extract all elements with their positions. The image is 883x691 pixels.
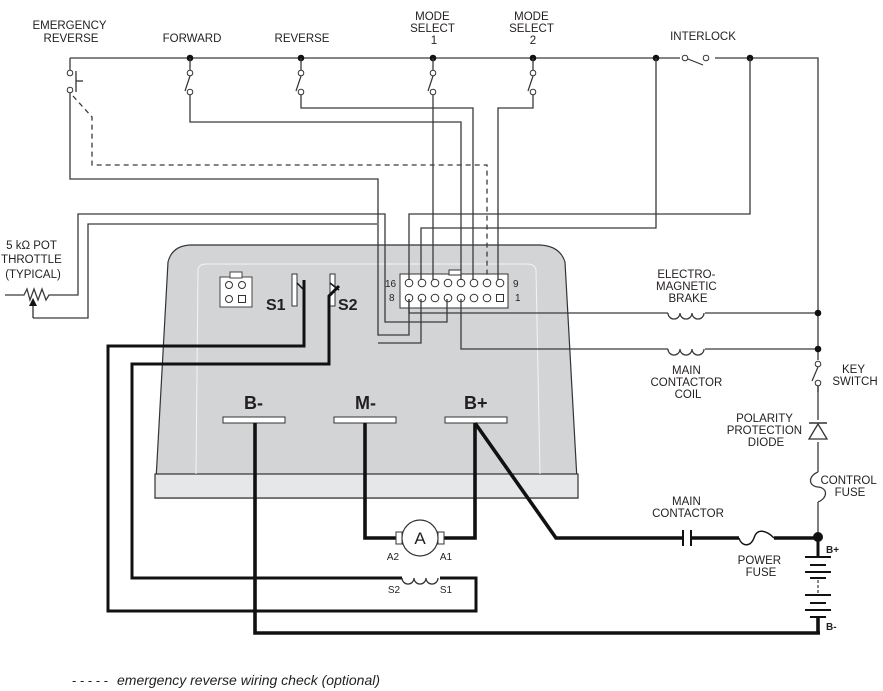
throttle-label: 5 kΩ POT THROTTLE (TYPICAL) [1,240,65,281]
main-contactor-label: MAIN CONTACTOR [652,496,724,520]
terminal-m-minus: M- [333,393,397,424]
b-minus-cable [253,423,820,635]
pin-1-label: 1 [515,293,521,304]
diode-label: POLARITY PROTECTION DIODE [727,413,806,449]
s1-field-label: S1 [440,585,453,596]
mode-select-2-label: MODE SELECT 2 [509,11,557,47]
legend: - - - - - emergency reverse wiring check… [72,672,380,688]
connector-pin [443,293,453,303]
motor-armature: A A2 A1 [387,519,453,563]
a2-label: A2 [387,552,400,563]
m-minus-cable [363,423,396,540]
interlock-label: INTERLOCK [670,31,736,43]
interlock-switch [408,52,751,280]
pin-9-label: 9 [513,279,519,290]
connector-pin [417,278,427,288]
mode-select-1-label: MODE SELECT 1 [410,11,458,47]
connector-pin [430,278,440,288]
control-fuse-label: CONTROL FUSE [820,475,879,499]
svg-text:B+: B+ [464,393,488,413]
connector-pin [443,278,453,288]
legend-text: emergency reverse wiring check (optional… [117,672,380,688]
a1-cable [444,423,477,540]
main-contactor-coil-label: MAIN CONTACTOR COIL [651,365,726,401]
emergency-reverse-switch [66,58,488,336]
s1-label: S1 [266,297,286,314]
connector-pin [482,293,492,303]
s2-label: S2 [338,297,358,314]
battery-minus-label: B- [826,622,837,633]
s2-switch: S2 [329,273,358,314]
armature-label: A [414,529,426,548]
brake-label: ELECTRO- MAGNETIC BRAKE [656,269,720,305]
battery-plus-label: B+ [826,545,839,556]
s2-field-label: S2 [388,585,401,596]
connector-pin [404,278,414,288]
legend-dash-sample: - - - - - [72,673,108,688]
connector-pin [495,278,505,288]
key-switch-label: KEY SWITCH [832,364,877,388]
main-contactor-coil: MAIN CONTACTOR COIL [651,344,822,401]
motor-field: S2 S1 [106,280,478,613]
connector-pin [496,294,504,302]
b-plus-cable [473,421,683,540]
emergency-reverse-label: EMERGENCY REVERSE [32,20,109,45]
svg-text:B-: B- [244,393,263,413]
mode-select-2-switch [497,58,537,280]
key-switch: KEY SWITCH [810,360,878,392]
battery: B+ B- [805,537,839,634]
connector-pin [456,278,466,288]
reverse-switch [295,58,474,280]
connector-pin [417,293,427,303]
reverse-label: REVERSE [275,33,330,45]
power-fuse: POWER FUSE [738,530,785,579]
polarity-protection-diode: POLARITY PROTECTION DIODE [727,413,829,449]
forward-switch [184,58,462,280]
connector-pin [469,278,479,288]
power-fuse-label: POWER FUSE [738,555,785,579]
connector-pin [482,278,492,288]
connector-pin [469,293,479,303]
pin-8-label: 8 [389,293,395,304]
electromagnetic-brake: ELECTRO- MAGNETIC BRAKE [656,269,822,320]
pin-16-label: 16 [385,279,397,290]
connector-pin [430,293,440,303]
mode-select-1-switch [427,58,437,280]
throttle-pot: 5 kΩ POT THROTTLE (TYPICAL) [1,213,448,344]
control-fuse: CONTROL FUSE [808,471,879,503]
forward-label: FORWARD [163,33,222,45]
s1-switch: S1 [266,273,298,314]
sixteen-pin-connector: 16 9 8 1 [385,269,521,309]
a1-label: A1 [440,552,453,563]
four-pin-connector [219,271,253,308]
svg-text:M-: M- [355,393,376,413]
